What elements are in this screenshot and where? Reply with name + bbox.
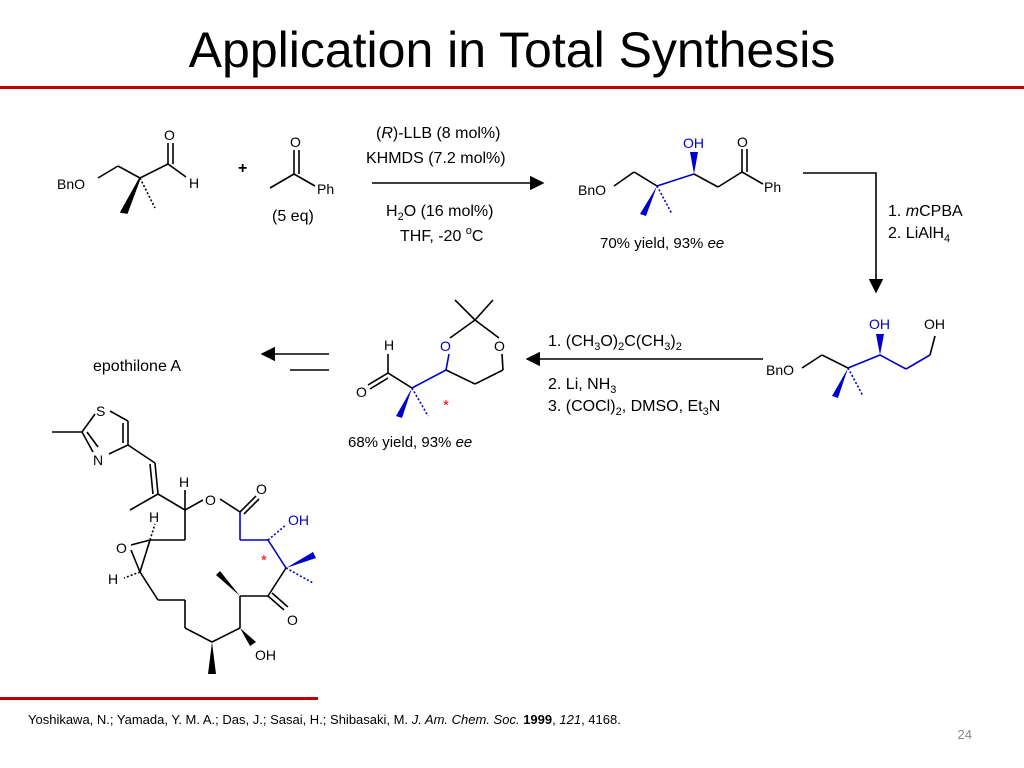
citation-year: 1999 xyxy=(523,712,553,727)
acetonide-star: * xyxy=(443,397,449,414)
thiazole-s-label: S xyxy=(96,403,105,419)
diol-bno-label: BnO xyxy=(766,362,794,378)
diol-oh1-label: OH xyxy=(869,316,890,332)
plus-sign: + xyxy=(238,160,247,177)
reaction-arrow-2 xyxy=(803,172,884,294)
aldol-yield: 70% yield, 93% ee xyxy=(600,235,724,252)
ketone-o-label: O xyxy=(290,134,301,150)
acetophenone-structure xyxy=(269,150,316,189)
citation-sep2: , xyxy=(552,712,560,727)
epo-star: * xyxy=(261,552,267,569)
ketone-ph-label: Ph xyxy=(317,181,334,197)
condition-water: H2O (16 mol%) xyxy=(386,203,493,223)
epo-o-ketone-label: O xyxy=(287,612,298,628)
condition-mcpba: 1. mCPBA xyxy=(888,203,963,220)
title-underline xyxy=(0,86,1024,89)
epothilone-structure xyxy=(52,410,316,674)
diol-structure xyxy=(801,334,936,398)
epo-h-top-label: H xyxy=(179,474,189,490)
product-bno-label: BnO xyxy=(578,182,606,198)
condition-acetal: 1. (CH3O)2C(CH3)2 xyxy=(548,333,682,353)
target-name: epothilone A xyxy=(93,358,181,375)
condition-llb: (R)-LLB (8 mol%) xyxy=(376,125,500,142)
epo-o-epox-label: O xyxy=(116,540,127,556)
aldehyde-bno-label: BnO xyxy=(57,176,85,192)
citation-authors: Yoshikawa, N.; Yamada, Y. M. A.; Das, J.… xyxy=(28,712,412,727)
citation: Yoshikawa, N.; Yamada, Y. M. A.; Das, J.… xyxy=(28,712,621,727)
slide-number: 24 xyxy=(957,727,972,742)
citation-rule xyxy=(0,697,318,700)
aldehyde-o-label: O xyxy=(164,127,175,143)
condition-khmds: KHMDS (7.2 mol%) xyxy=(366,150,506,167)
acetonide-h-label: H xyxy=(384,337,394,353)
acetonide-o-right: O xyxy=(494,338,505,354)
acetonide-yield: 68% yield, 93% ee xyxy=(348,434,472,451)
epo-oh-bottom-label: OH xyxy=(255,647,276,663)
acetonide-o-left: O xyxy=(440,338,451,354)
aldol-product-structure xyxy=(613,149,764,216)
ketone-equiv-label: (5 eq) xyxy=(272,208,314,225)
diol-oh2-label: OH xyxy=(924,316,945,332)
epo-h-epox-label: H xyxy=(149,509,159,525)
product-o-label: O xyxy=(737,134,748,150)
aldehyde-h-label: H xyxy=(189,175,199,191)
product-oh-label: OH xyxy=(683,135,704,151)
aldehyde-structure xyxy=(97,143,187,214)
slide-title: Application in Total Synthesis xyxy=(188,22,836,78)
epo-h-low-label: H xyxy=(108,571,118,587)
acetonide-structure xyxy=(367,299,504,418)
thiazole-n-label: N xyxy=(93,452,103,468)
condition-solvent: THF, -20 oC xyxy=(400,225,483,245)
citation-volume: 121 xyxy=(559,712,582,727)
epo-oh-blue-label: OH xyxy=(288,512,309,528)
condition-li-nh3: 2. Li, NH3 xyxy=(548,376,616,396)
condition-lialh4: 2. LiAlH4 xyxy=(888,225,950,245)
acetonide-carbonyl-o: O xyxy=(356,384,367,400)
epo-o-carbonyl-label: O xyxy=(256,481,267,497)
condition-swern: 3. (COCl)2, DMSO, Et3N xyxy=(548,398,720,418)
synthesis-scheme: BnO O H + O Ph (5 eq) (R)-LLB (8 mol%) K… xyxy=(52,125,963,674)
citation-pages: , 4168. xyxy=(581,712,621,727)
citation-journal: J. Am. Chem. Soc. xyxy=(411,712,520,727)
product-ph-label: Ph xyxy=(764,179,781,195)
epo-o-ester-label: O xyxy=(205,492,216,508)
